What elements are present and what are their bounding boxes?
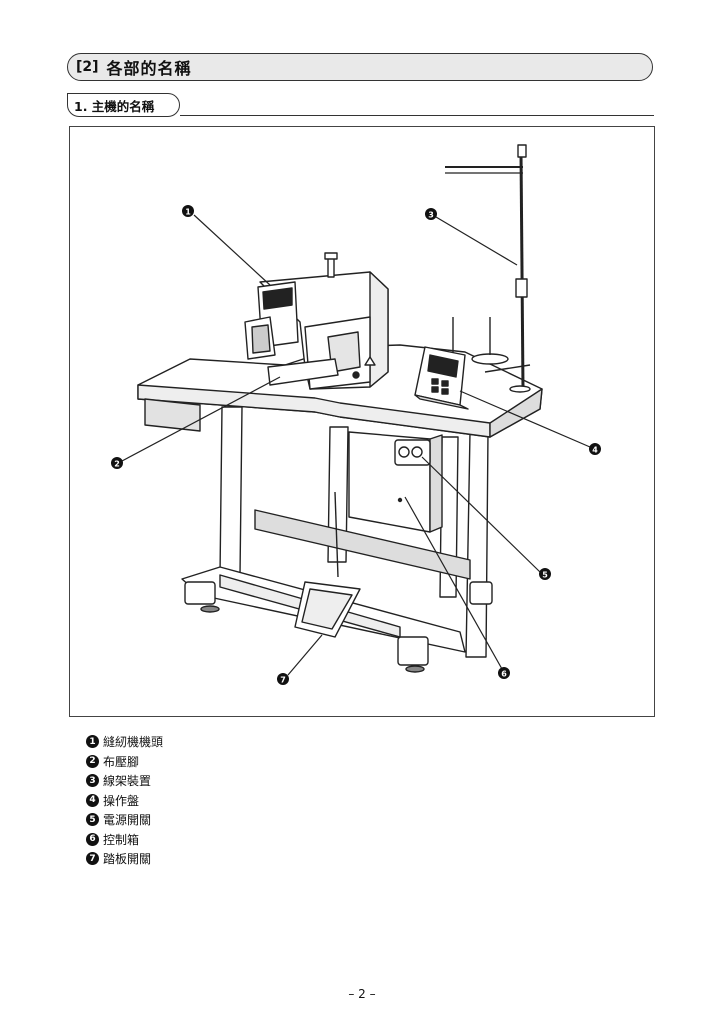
legend-number: 3 [86, 774, 99, 788]
section-header: [2] 各部的名稱 [67, 53, 653, 81]
legend-number: 4 [86, 793, 99, 807]
legend-item: 5 電源開關 [86, 810, 163, 830]
parts-legend: 1 縫紉機機頭 2 布壓腳 3 線架裝置 4 操作盤 5 電源開關 6 控制箱 … [86, 732, 163, 869]
machine-illustration: 1 2 3 4 5 6 7 [69, 126, 655, 717]
svg-text:3: 3 [428, 211, 434, 220]
legend-number: 2 [86, 754, 99, 768]
legend-label: 縫紉機機頭 [103, 735, 164, 750]
section-number: [2] [76, 59, 99, 75]
callout-1: 1 [182, 205, 194, 217]
legend-number: 6 [86, 832, 99, 846]
callout-6: 6 [498, 667, 510, 679]
legend-item: 3 線架裝置 [86, 771, 163, 791]
legend-number: 1 [86, 735, 99, 749]
callout-2: 2 [111, 457, 123, 469]
legend-label: 布壓腳 [103, 754, 140, 769]
callout-markers: 1 2 3 4 5 6 7 [111, 205, 601, 685]
thread-stand-shape [445, 144, 531, 393]
legend-label: 控制箱 [103, 832, 140, 847]
legend-item: 6 控制箱 [86, 830, 163, 850]
legend-item: 2 布壓腳 [86, 752, 163, 772]
svg-text:5: 5 [542, 571, 548, 580]
legend-label: 線架裝置 [103, 774, 152, 789]
svg-text:7: 7 [280, 676, 286, 685]
legend-number: 5 [86, 813, 99, 827]
pedal-shape [294, 491, 361, 638]
svg-text:6: 6 [501, 670, 507, 679]
svg-text:1: 1 [185, 208, 191, 217]
control-box-shape [348, 431, 443, 533]
sewing-machine-drawing: 1 2 3 4 5 6 7 [111, 144, 601, 685]
callout-7: 7 [277, 673, 289, 685]
legend-item: 1 縫紉機機頭 [86, 732, 163, 752]
subsection-title: 1. 主機的名稱 [74, 98, 155, 114]
legend-item: 7 踏板開關 [86, 849, 163, 869]
legend-label: 踏板開關 [103, 852, 152, 867]
callout-4: 4 [589, 443, 601, 455]
callout-3: 3 [425, 208, 437, 220]
subsection-rule [180, 115, 654, 116]
subsection-header: 1. 主機的名稱 [67, 93, 180, 117]
svg-text:4: 4 [592, 446, 598, 455]
callout-5: 5 [539, 568, 551, 580]
legend-label: 操作盤 [103, 793, 140, 808]
leader-lines [121, 214, 591, 676]
legend-item: 4 操作盤 [86, 791, 163, 811]
legend-number: 7 [86, 852, 99, 866]
operation-panel-shape [414, 346, 469, 410]
page-number: – 2 – [348, 987, 376, 1001]
svg-text:2: 2 [114, 460, 120, 469]
machine-head-shape [244, 252, 389, 390]
legend-label: 電源開關 [103, 813, 152, 828]
section-title: 各部的名稱 [106, 59, 192, 78]
